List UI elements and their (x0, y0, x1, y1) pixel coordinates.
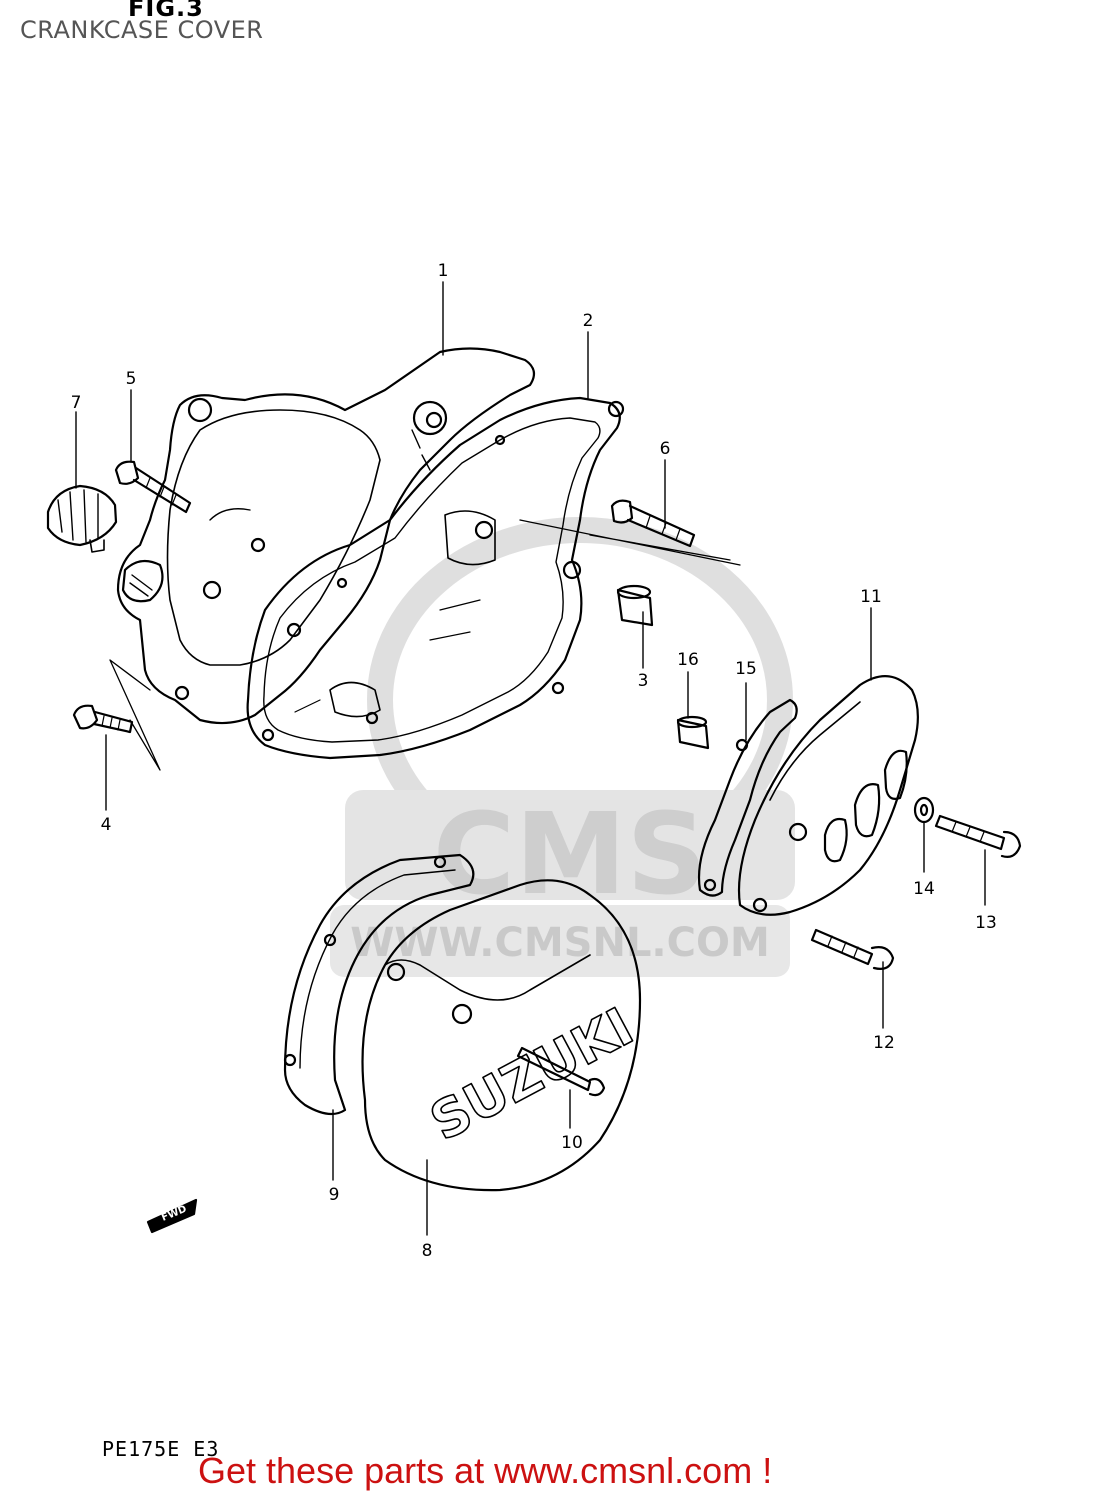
callout-7: 7 (71, 393, 82, 413)
oil-filler-cap (46, 484, 118, 553)
dowel-pin-16 (676, 715, 710, 750)
bolt-12 (810, 928, 895, 970)
callout-3: 3 (638, 671, 649, 691)
callout-5: 5 (126, 369, 137, 389)
callout-2: 2 (583, 311, 594, 331)
magneto-cover-gasket (283, 853, 475, 1116)
callout-8: 8 (422, 1241, 433, 1261)
section-title: CRANKCASE COVER (20, 16, 264, 44)
watermark-url: WWW.CMSNL.COM (350, 920, 770, 966)
callout-4: 4 (101, 815, 112, 835)
watermark-logo-plate (345, 790, 795, 900)
bolt-4 (72, 704, 134, 734)
crankcase-cover-left (116, 347, 536, 725)
callout-numbers: 1 2 3 4 5 6 7 8 9 10 11 12 13 14 15 16 (71, 261, 997, 1261)
callout-15: 15 (735, 659, 757, 679)
callout-6: 6 (660, 439, 671, 459)
callout-1: 1 (438, 261, 449, 281)
forward-direction-badge (146, 1198, 198, 1234)
watermark-url-plate (330, 905, 790, 977)
callout-leader-lines (75, 281, 986, 1236)
bolt-5 (114, 460, 192, 514)
callout-12: 12 (873, 1033, 895, 1053)
callout-13: 13 (975, 913, 997, 933)
dowel-pin-3 (616, 584, 654, 627)
callout-11: 11 (860, 587, 882, 607)
sprocket-cover (737, 675, 919, 916)
callout-9: 9 (329, 1185, 340, 1205)
sprocket-cover-gasket (697, 698, 798, 897)
bolt-13 (934, 814, 1022, 858)
callout-10: 10 (561, 1133, 583, 1153)
washer-14 (913, 796, 935, 824)
bolt-6 (610, 499, 696, 548)
get-parts-link[interactable]: Get these parts at www.cmsnl.com ! (198, 1450, 773, 1491)
model-code: PE175E E3 (102, 1437, 220, 1461)
gasket (246, 396, 625, 760)
callout-14: 14 (913, 879, 935, 899)
callout-16: 16 (677, 650, 699, 670)
figure-label: FIG.3 (128, 0, 204, 22)
watermark-logo: CMS (433, 790, 707, 920)
screw-10 (516, 1046, 606, 1097)
